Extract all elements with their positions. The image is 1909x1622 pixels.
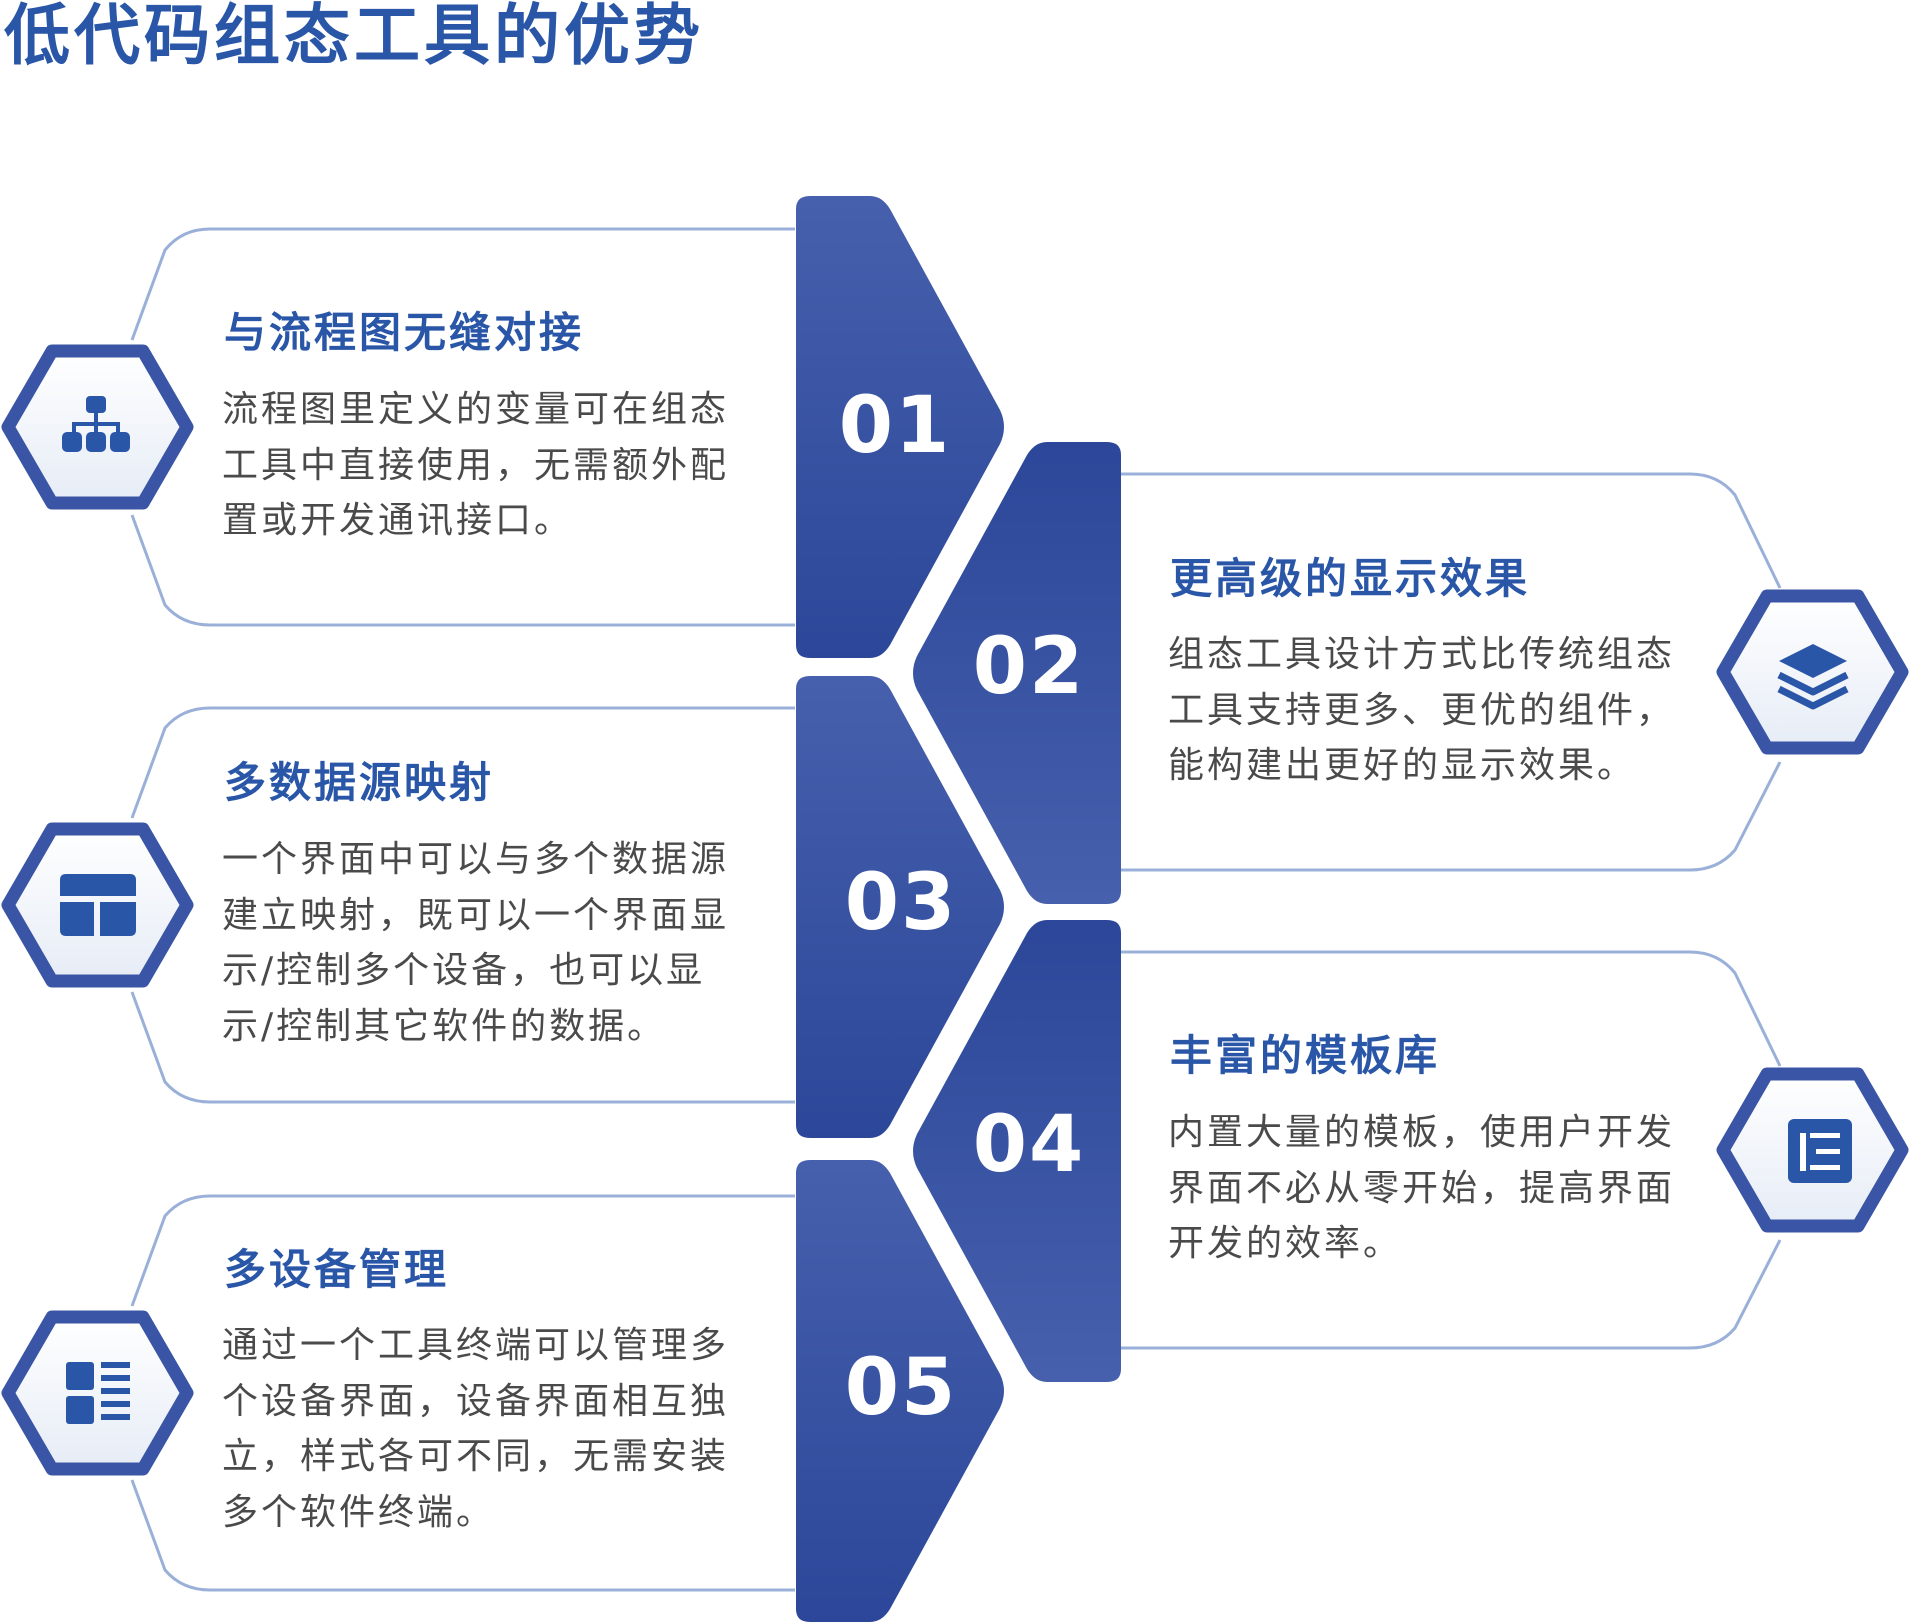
card-title-03: 多数据源映射 <box>224 758 495 807</box>
desc-line: 多个软件终端。 <box>222 1491 496 1533</box>
card-desc-03: 一个界面中可以与多个数据源 建立映射，既可以一个界面显 示/控制多个设备，也可以… <box>222 832 782 1054</box>
card-title-05: 多设备管理 <box>224 1245 450 1294</box>
chevron-03 <box>796 676 1004 1138</box>
page-title: 低代码组态工具的优势 <box>4 0 704 74</box>
desc-line: 工具支持更多、更优的组件， <box>1168 689 1676 731</box>
step-number-05: 05 <box>844 1343 958 1433</box>
desc-line: 内置大量的模板，使用户开发 <box>1168 1112 1676 1153</box>
desc-line: 示/控制其它软件的数据。 <box>222 1005 667 1047</box>
desc-line: 开发的效率。 <box>1168 1223 1403 1264</box>
card-desc-02: 组态工具设计方式比传统组态 工具支持更多、更优的组件， 能构建出更好的显示效果。 <box>1168 627 1728 794</box>
card-desc-04: 内置大量的模板，使用户开发 界面不必从零开始，提高界面 开发的效率。 <box>1168 1105 1728 1272</box>
step-number-03: 03 <box>844 858 958 948</box>
desc-line: 流程图里定义的变量可在组态 <box>222 389 730 430</box>
chevron-01 <box>796 196 1004 658</box>
chevron-04 <box>913 920 1121 1382</box>
hexagon-badge-03 <box>1 822 194 988</box>
step-number-01: 01 <box>838 381 952 471</box>
card-title-02: 更高级的显示效果 <box>1170 554 1531 603</box>
card-outline-03 <box>130 706 795 1104</box>
step-number-02: 02 <box>972 622 1086 712</box>
desc-line: 能构建出更好的显示效果。 <box>1168 745 1637 786</box>
chevron-02 <box>913 442 1121 904</box>
layout-icon <box>60 874 136 936</box>
layers-icon <box>1777 644 1849 710</box>
template-icon <box>1788 1119 1852 1183</box>
card-desc-01: 流程图里定义的变量可在组态 工具中直接使用，无需额外配 置或开发通讯接口。 <box>222 382 782 549</box>
card-outline-05 <box>130 1194 795 1592</box>
desc-line: 个设备界面，设备界面相互独 <box>222 1380 730 1422</box>
hierarchy-icon <box>62 396 130 452</box>
list-icon <box>66 1362 130 1424</box>
card-desc-05: 通过一个工具终端可以管理多 个设备界面，设备界面相互独 立，样式各可不同，无需安… <box>222 1318 782 1540</box>
desc-line: 一个界面中可以与多个数据源 <box>222 839 730 880</box>
desc-line: 工具中直接使用，无需额外配 <box>222 444 730 486</box>
desc-line: 立，样式各可不同，无需安装 <box>222 1436 730 1477</box>
desc-line: 组态工具设计方式比传统组态 <box>1168 634 1676 675</box>
hexagon-badge-05 <box>1 1310 194 1476</box>
step-number-04: 04 <box>972 1100 1086 1190</box>
card-title-04: 丰富的模板库 <box>1170 1031 1441 1080</box>
desc-line: 通过一个工具终端可以管理多 <box>222 1325 730 1366</box>
card-title-01: 与流程图无缝对接 <box>224 308 585 357</box>
card-outline-02 <box>1120 472 1782 872</box>
card-outline-04 <box>1120 950 1782 1350</box>
chevron-05 <box>796 1160 1004 1622</box>
desc-line: 置或开发通讯接口。 <box>222 500 574 541</box>
desc-line: 建立映射，既可以一个界面显 <box>222 894 730 936</box>
desc-line: 界面不必从零开始，提高界面 <box>1168 1167 1676 1209</box>
card-outline-01 <box>130 227 795 627</box>
desc-line: 示/控制多个设备，也可以显 <box>222 950 706 991</box>
